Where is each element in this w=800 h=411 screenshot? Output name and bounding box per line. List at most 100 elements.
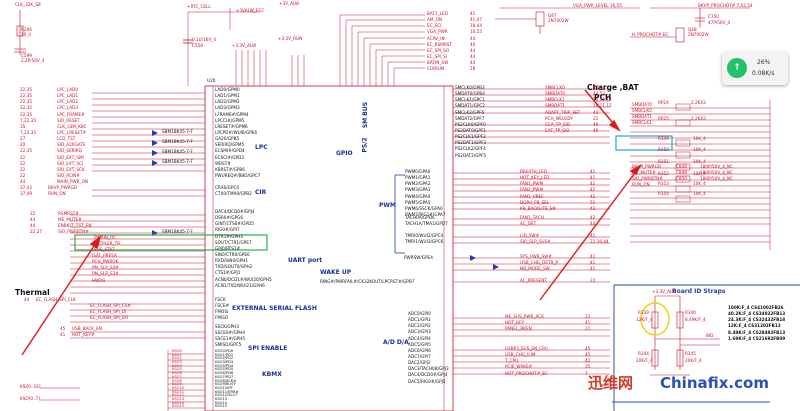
pwm-ref: 42	[590, 193, 596, 199]
ad-pin: ADC6/GPI6	[408, 347, 431, 353]
ad-signal: PANEL_BKEN	[505, 326, 532, 332]
smbus-signal: PCH_MELODY	[545, 115, 573, 121]
rtc-cell-label: +RTC_CELL	[187, 4, 211, 9]
c599-value: 2.2P/50V_4	[21, 58, 45, 63]
diode-part-5: SBM1BK45-7-F	[162, 229, 193, 234]
u20-mid-pins-2: DAC4/DCD0#/GPJ4 DSR0#/GPG6 GINT/CTS0#/GP…	[215, 209, 272, 290]
q47-ref: Q47	[548, 13, 557, 18]
u20-mid-pin: CTX0/TMA0/GPB2	[215, 191, 252, 197]
right-resistor-network	[630, 100, 771, 250]
kso-signal: KSO8	[172, 378, 182, 383]
lpc-pin-lines	[92, 92, 205, 197]
r345-ref: R345	[685, 351, 696, 356]
u20-mid-pins: CRX0/GPC0 CTX0/TMA0/GPB2	[215, 185, 252, 198]
u20-pin: LRESET#/GPM6	[215, 123, 248, 129]
top-signal: CLKRUN	[427, 66, 445, 72]
right-mid-label-list: BKVP_PWRGD ME_MUTE# SIO_PWRBTN# RUN_ON	[632, 164, 663, 190]
pwrsw-pin: PWRSW/GPE4	[404, 255, 433, 260]
pwm-ref: 51	[590, 199, 596, 205]
ad-signal: ME_SUS_PWR_ACK	[505, 314, 544, 319]
u20-pin: LPCCLK/GPM5	[215, 117, 245, 123]
u20-mid-pin: CRX0/GPC0	[215, 185, 240, 190]
mid-left-signal: BKVP_PWRGD	[48, 185, 78, 190]
right-mid-label: BKVP_PWRGD	[632, 164, 662, 169]
r344-value: 20K/F_4	[636, 358, 653, 363]
q48-transistor	[630, 7, 750, 43]
pwm-pin: PWM2/GPA2	[405, 181, 431, 187]
ad-ref: 7	[585, 370, 588, 376]
mid-left-pin-lines	[70, 214, 205, 339]
lpc-signal: LPC_FRAME#	[57, 111, 85, 117]
sys-ref: 41	[590, 254, 596, 259]
u20-mid-pin: RIG0#/GPI7	[215, 227, 240, 233]
network-speed-widget[interactable]: ↑ 26% 0.08K/s	[722, 52, 788, 85]
signal-ref: 27	[20, 136, 26, 142]
ad-ref: 22	[585, 314, 591, 319]
resistor-value: 10K_4	[693, 171, 706, 176]
tmri-pin-list: TMRI0/WUI2/GPC4 TMRI1/WUI3/GPC6	[405, 233, 443, 246]
smbus-ref: 10,11,12	[593, 103, 612, 109]
flash-pin: FSCE#	[215, 303, 230, 309]
kso-signal: KSO13	[172, 396, 185, 401]
kso-signal: KSO15	[172, 404, 185, 409]
mid-left-signal-list: BKVP_PWRGD RUN_ON	[48, 185, 78, 198]
smbus-signal: CAT_TP_SIO	[545, 127, 570, 133]
label-board-straps: Board ID Straps	[672, 288, 726, 295]
pwm-pin: PWM6/SSCK/GPA6	[405, 205, 443, 211]
u20-pin: ECSMI#/GPD4	[215, 148, 245, 154]
kso-pin: KSO5/PD5	[215, 367, 234, 372]
signal-ref: 22,35	[20, 93, 32, 99]
right-smb-label: SMBDAT0	[632, 102, 653, 107]
tach-ref: 44	[590, 221, 596, 227]
watermark-logo-cn: 迅维网	[588, 374, 634, 392]
smbus-pin: SMCLK0/GPB3	[455, 85, 485, 90]
rp25-ref: RP25	[658, 116, 669, 121]
pwm-signal: FAN1_VREF	[520, 193, 544, 199]
ad-ref: 45	[585, 346, 591, 351]
lid-signal: SIO_SLP_SUS#	[520, 239, 551, 245]
mid-left-signal: RUN_ON	[48, 191, 66, 197]
kso-pin: KSO14	[215, 400, 228, 405]
smbus-pin: PS2CLK2/GPF4	[455, 146, 486, 152]
smbus-pin: SMCLK1/GPC1	[455, 97, 485, 103]
u20-pin: LFRAME#/GPM4	[215, 111, 249, 117]
top-signal-list: BAT1_LED AM_ON EC_SCI VGA_PWR ACAV_IN EC…	[427, 11, 452, 73]
top-signal-ref: 16,55	[470, 29, 482, 35]
signal-ref: 22	[20, 172, 26, 178]
straps-row: 40.2K:F_4 CS34022FB13	[728, 311, 786, 317]
lpc-signal: SIO_EXT_SMI	[57, 154, 84, 160]
ad-pin: ADC1/GPI1	[408, 317, 431, 323]
resistor-value: 10K_4	[693, 136, 706, 141]
blue-bracket	[394, 174, 405, 254]
pwm-signal: BREATH_LED	[520, 169, 547, 174]
lid-ref-list: 41 22,36,44	[590, 233, 609, 246]
smbus-signal: SMBDAT1	[545, 103, 566, 109]
spi-ref: 45	[60, 326, 66, 331]
signal-ref: 22	[20, 166, 26, 172]
top-signal-ref: 44	[470, 35, 476, 41]
spi-pin-list: SSCK/GPH3 SSCE0#/GPH4 SSCE1#/GPH5 SMISO/…	[215, 324, 245, 350]
u20-mid-pin: TXD/SOUT0/GPH2	[215, 264, 253, 270]
resistor-ref: R352	[658, 171, 669, 176]
sys-signal-list: SYS_PWR_SW# USB_CHG_DETR_P NB_MODE_SW	[520, 254, 558, 273]
top-signal: EC_SCI	[427, 23, 442, 29]
top-signal-ref: 41,47	[470, 17, 482, 23]
mid-left-signal: SIO_PWRBTN#	[58, 229, 89, 235]
ad-pin: DAC3/TACH0B/GPJ3	[408, 366, 449, 372]
pwm-pin-list: PWM0/GPA0 PWM1/GPA1 PWM2/GPA2 PWM3/GPA3 …	[405, 169, 445, 219]
section-ext-flash: EXTERNAL SERIAL FLASH	[232, 305, 317, 312]
u20-pin: GA20/GPB5	[215, 136, 240, 142]
mid-left-ref-list: 37,42 37,49	[20, 185, 32, 198]
section-wakeup: WAKE UP	[320, 269, 352, 276]
label-pch: PCH	[594, 93, 612, 102]
resistor-value: 10K_4	[693, 159, 706, 164]
ad-pin-lines	[453, 317, 610, 375]
ad-pin: DAC2/GPJ2	[408, 360, 431, 366]
smbus-signal-list: SMBCLK0 SMBDAT0 SMBCLK1 SMBDAT1 ADAPT_TR…	[545, 85, 580, 135]
u20-mid-pin: ACN1/TXD/WUI21/GPH6	[215, 282, 265, 288]
c750-value: 47P/50V_4	[708, 20, 731, 25]
smbus-pin: PS2CLK0/GPF0	[455, 121, 486, 127]
smbus-ref: 44,53	[593, 91, 605, 97]
mid-left-signal-list-2: RSMRST# ME_MUTE# ENBKLT_TST_EN SIO_PWRBT…	[58, 211, 91, 237]
